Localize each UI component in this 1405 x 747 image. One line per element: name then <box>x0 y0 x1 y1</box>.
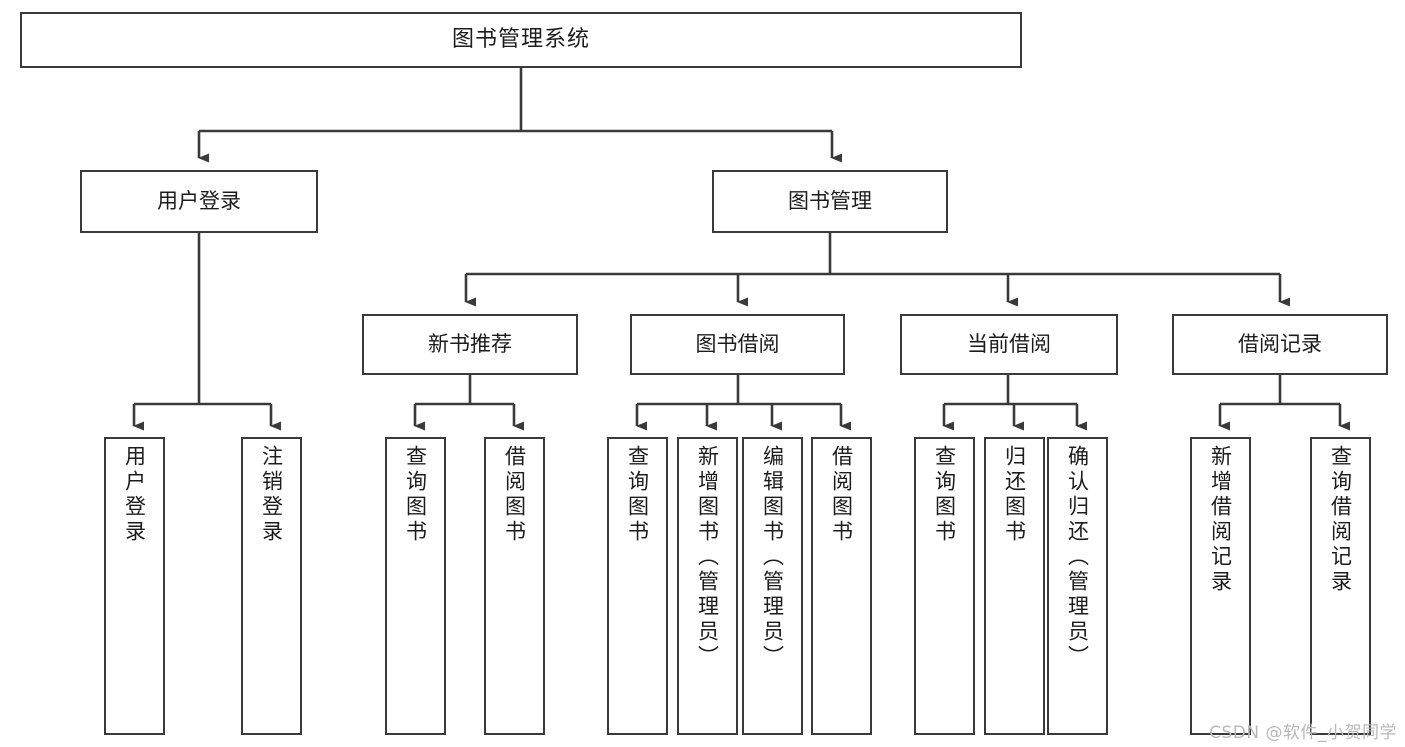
node-current-borrow-label: 当前借阅 <box>967 331 1051 356</box>
node-borrow-records-label: 借阅记录 <box>1238 331 1322 356</box>
leaf-label: 确认归还（管理员） <box>1065 445 1090 670</box>
leaf-borrow-record-add[interactable]: 新增借阅记录 <box>1190 437 1251 735</box>
leaf-label: 查询图书 <box>625 445 650 545</box>
node-current-borrow[interactable]: 当前借阅 <box>900 314 1118 375</box>
node-book-management-label: 图书管理 <box>788 188 872 213</box>
leaf-label: 用户登录 <box>122 445 147 545</box>
leaf-user-login-logout[interactable]: 注销登录 <box>241 437 302 735</box>
leaf-label: 新增图书（管理员） <box>695 445 720 670</box>
leaf-book-borrow-add[interactable]: 新增图书（管理员） <box>677 437 738 735</box>
leaf-borrow-record-query[interactable]: 查询借阅记录 <box>1310 437 1371 735</box>
node-new-book-recommend[interactable]: 新书推荐 <box>362 314 578 375</box>
node-book-borrow-label: 图书借阅 <box>695 331 780 356</box>
leaf-book-borrow-query[interactable]: 查询图书 <box>607 437 668 735</box>
leaf-current-borrow-return[interactable]: 归还图书 <box>984 437 1045 735</box>
leaf-label: 查询借阅记录 <box>1328 445 1353 595</box>
leaf-label: 归还图书 <box>1002 445 1027 545</box>
leaf-label: 查询图书 <box>403 445 428 545</box>
leaf-label: 借阅图书 <box>829 445 854 545</box>
leaf-current-borrow-confirm[interactable]: 确认归还（管理员） <box>1047 437 1108 735</box>
leaf-label: 新增借阅记录 <box>1208 445 1233 595</box>
leaf-book-borrow-borrow[interactable]: 借阅图书 <box>811 437 872 735</box>
watermark: CSDN @软件_小贺同学 <box>1209 723 1397 743</box>
node-root[interactable]: 图书管理系统 <box>20 12 1022 68</box>
leaf-user-login-login[interactable]: 用户登录 <box>104 437 165 735</box>
leaf-new-book-query[interactable]: 查询图书 <box>385 437 446 735</box>
leaf-current-borrow-query[interactable]: 查询图书 <box>914 437 975 735</box>
node-book-management[interactable]: 图书管理 <box>712 170 948 233</box>
node-user-login[interactable]: 用户登录 <box>80 170 318 233</box>
node-root-label: 图书管理系统 <box>451 26 590 52</box>
node-user-login-label: 用户登录 <box>157 188 241 213</box>
leaf-label: 借阅图书 <box>502 445 527 545</box>
leaf-label: 查询图书 <box>932 445 957 545</box>
node-new-book-recommend-label: 新书推荐 <box>428 331 512 356</box>
node-book-borrow[interactable]: 图书借阅 <box>630 314 845 375</box>
leaf-label: 编辑图书（管理员） <box>760 445 785 670</box>
leaf-new-book-borrow[interactable]: 借阅图书 <box>484 437 545 735</box>
leaf-label: 注销登录 <box>259 445 284 545</box>
leaf-book-borrow-edit[interactable]: 编辑图书（管理员） <box>742 437 803 735</box>
node-borrow-records[interactable]: 借阅记录 <box>1172 314 1388 375</box>
